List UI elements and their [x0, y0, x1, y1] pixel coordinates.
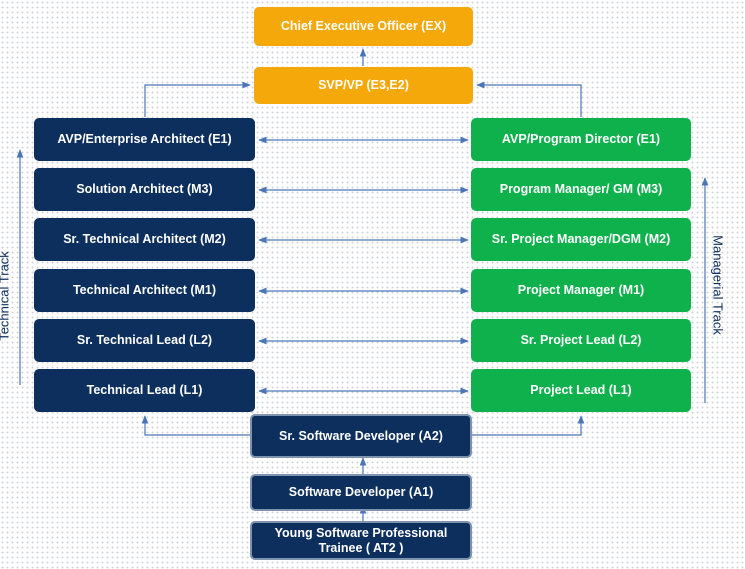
technical-level-l2: Sr. Technical Lead (L2)	[34, 319, 255, 362]
managerial-level-m2: Sr. Project Manager/DGM (M2)	[471, 218, 691, 261]
managerial-to-svp-arrow	[476, 81, 582, 117]
ceo-box: Chief Executive Officer (EX)	[254, 7, 473, 46]
technical-level-m2: Sr. Technical Architect (M2)	[34, 218, 255, 261]
software-developer-box: Software Developer (A1)	[250, 474, 472, 511]
managerial-level-m3: Program Manager/ GM (M3)	[471, 168, 691, 211]
trainee-box: Young Software Professional Trainee ( AT…	[250, 521, 472, 560]
managerial-level-m1: Project Manager (M1)	[471, 269, 691, 312]
managerial-level-e1: AVP/Program Director (E1)	[471, 118, 691, 161]
technical-level-e1: AVP/Enterprise Architect (E1)	[34, 118, 255, 161]
technical-level-m3: Solution Architect (M3)	[34, 168, 255, 211]
technical-track-label: Technical Track	[0, 251, 12, 341]
managerial-level-l2: Sr. Project Lead (L2)	[471, 319, 691, 362]
managerial-track-label: Managerial Track	[710, 235, 726, 335]
sr-developer-to-managerial-arrow	[472, 415, 585, 436]
technical-to-svp-arrow	[144, 81, 251, 117]
technical-level-l1: Technical Lead (L1)	[34, 369, 255, 412]
svp-box: SVP/VP (E3,E2)	[254, 67, 473, 104]
sr-software-developer-box: Sr. Software Developer (A2)	[250, 414, 472, 458]
technical-level-m1: Technical Architect (M1)	[34, 269, 255, 312]
managerial-level-l1: Project Lead (L1)	[471, 369, 691, 412]
sr-developer-to-technical-arrow	[141, 415, 250, 436]
